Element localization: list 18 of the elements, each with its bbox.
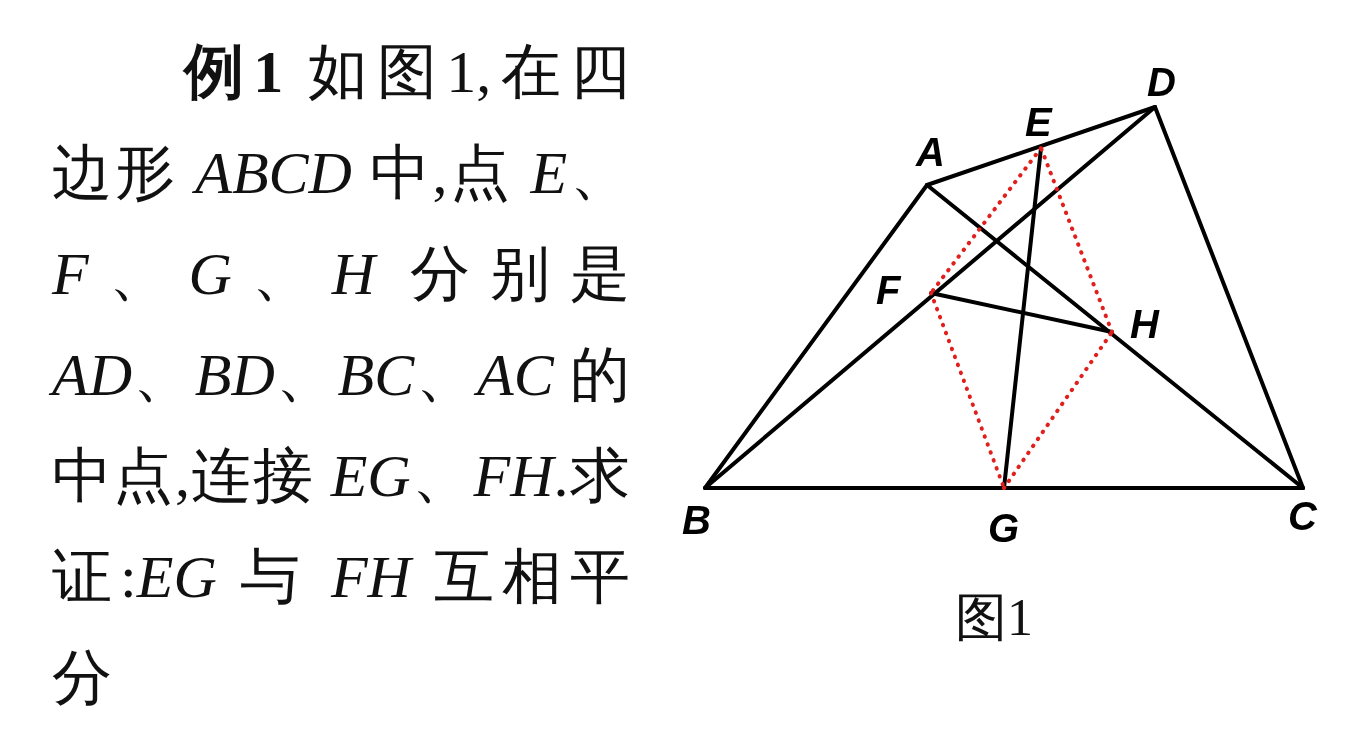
point-label: H	[1130, 304, 1159, 344]
point-label: B	[682, 500, 711, 540]
point-label: F	[876, 270, 901, 310]
point-label: D	[1147, 62, 1176, 102]
line-segment	[1153, 105, 1305, 490]
figure-caption: 图1	[955, 590, 1033, 646]
dotted-segment	[1039, 146, 1114, 334]
line-segment	[925, 183, 1305, 490]
point-label: G	[988, 508, 1020, 548]
line-segment	[703, 105, 1157, 490]
dotted-segment	[929, 291, 1006, 490]
line-segment	[925, 105, 1157, 187]
line-segment	[703, 486, 1305, 490]
point-label: A	[916, 132, 945, 172]
dotted-segment	[1002, 330, 1114, 490]
point-label: C	[1288, 496, 1317, 536]
point-label: E	[1025, 102, 1052, 142]
dotted-segment	[929, 146, 1043, 295]
